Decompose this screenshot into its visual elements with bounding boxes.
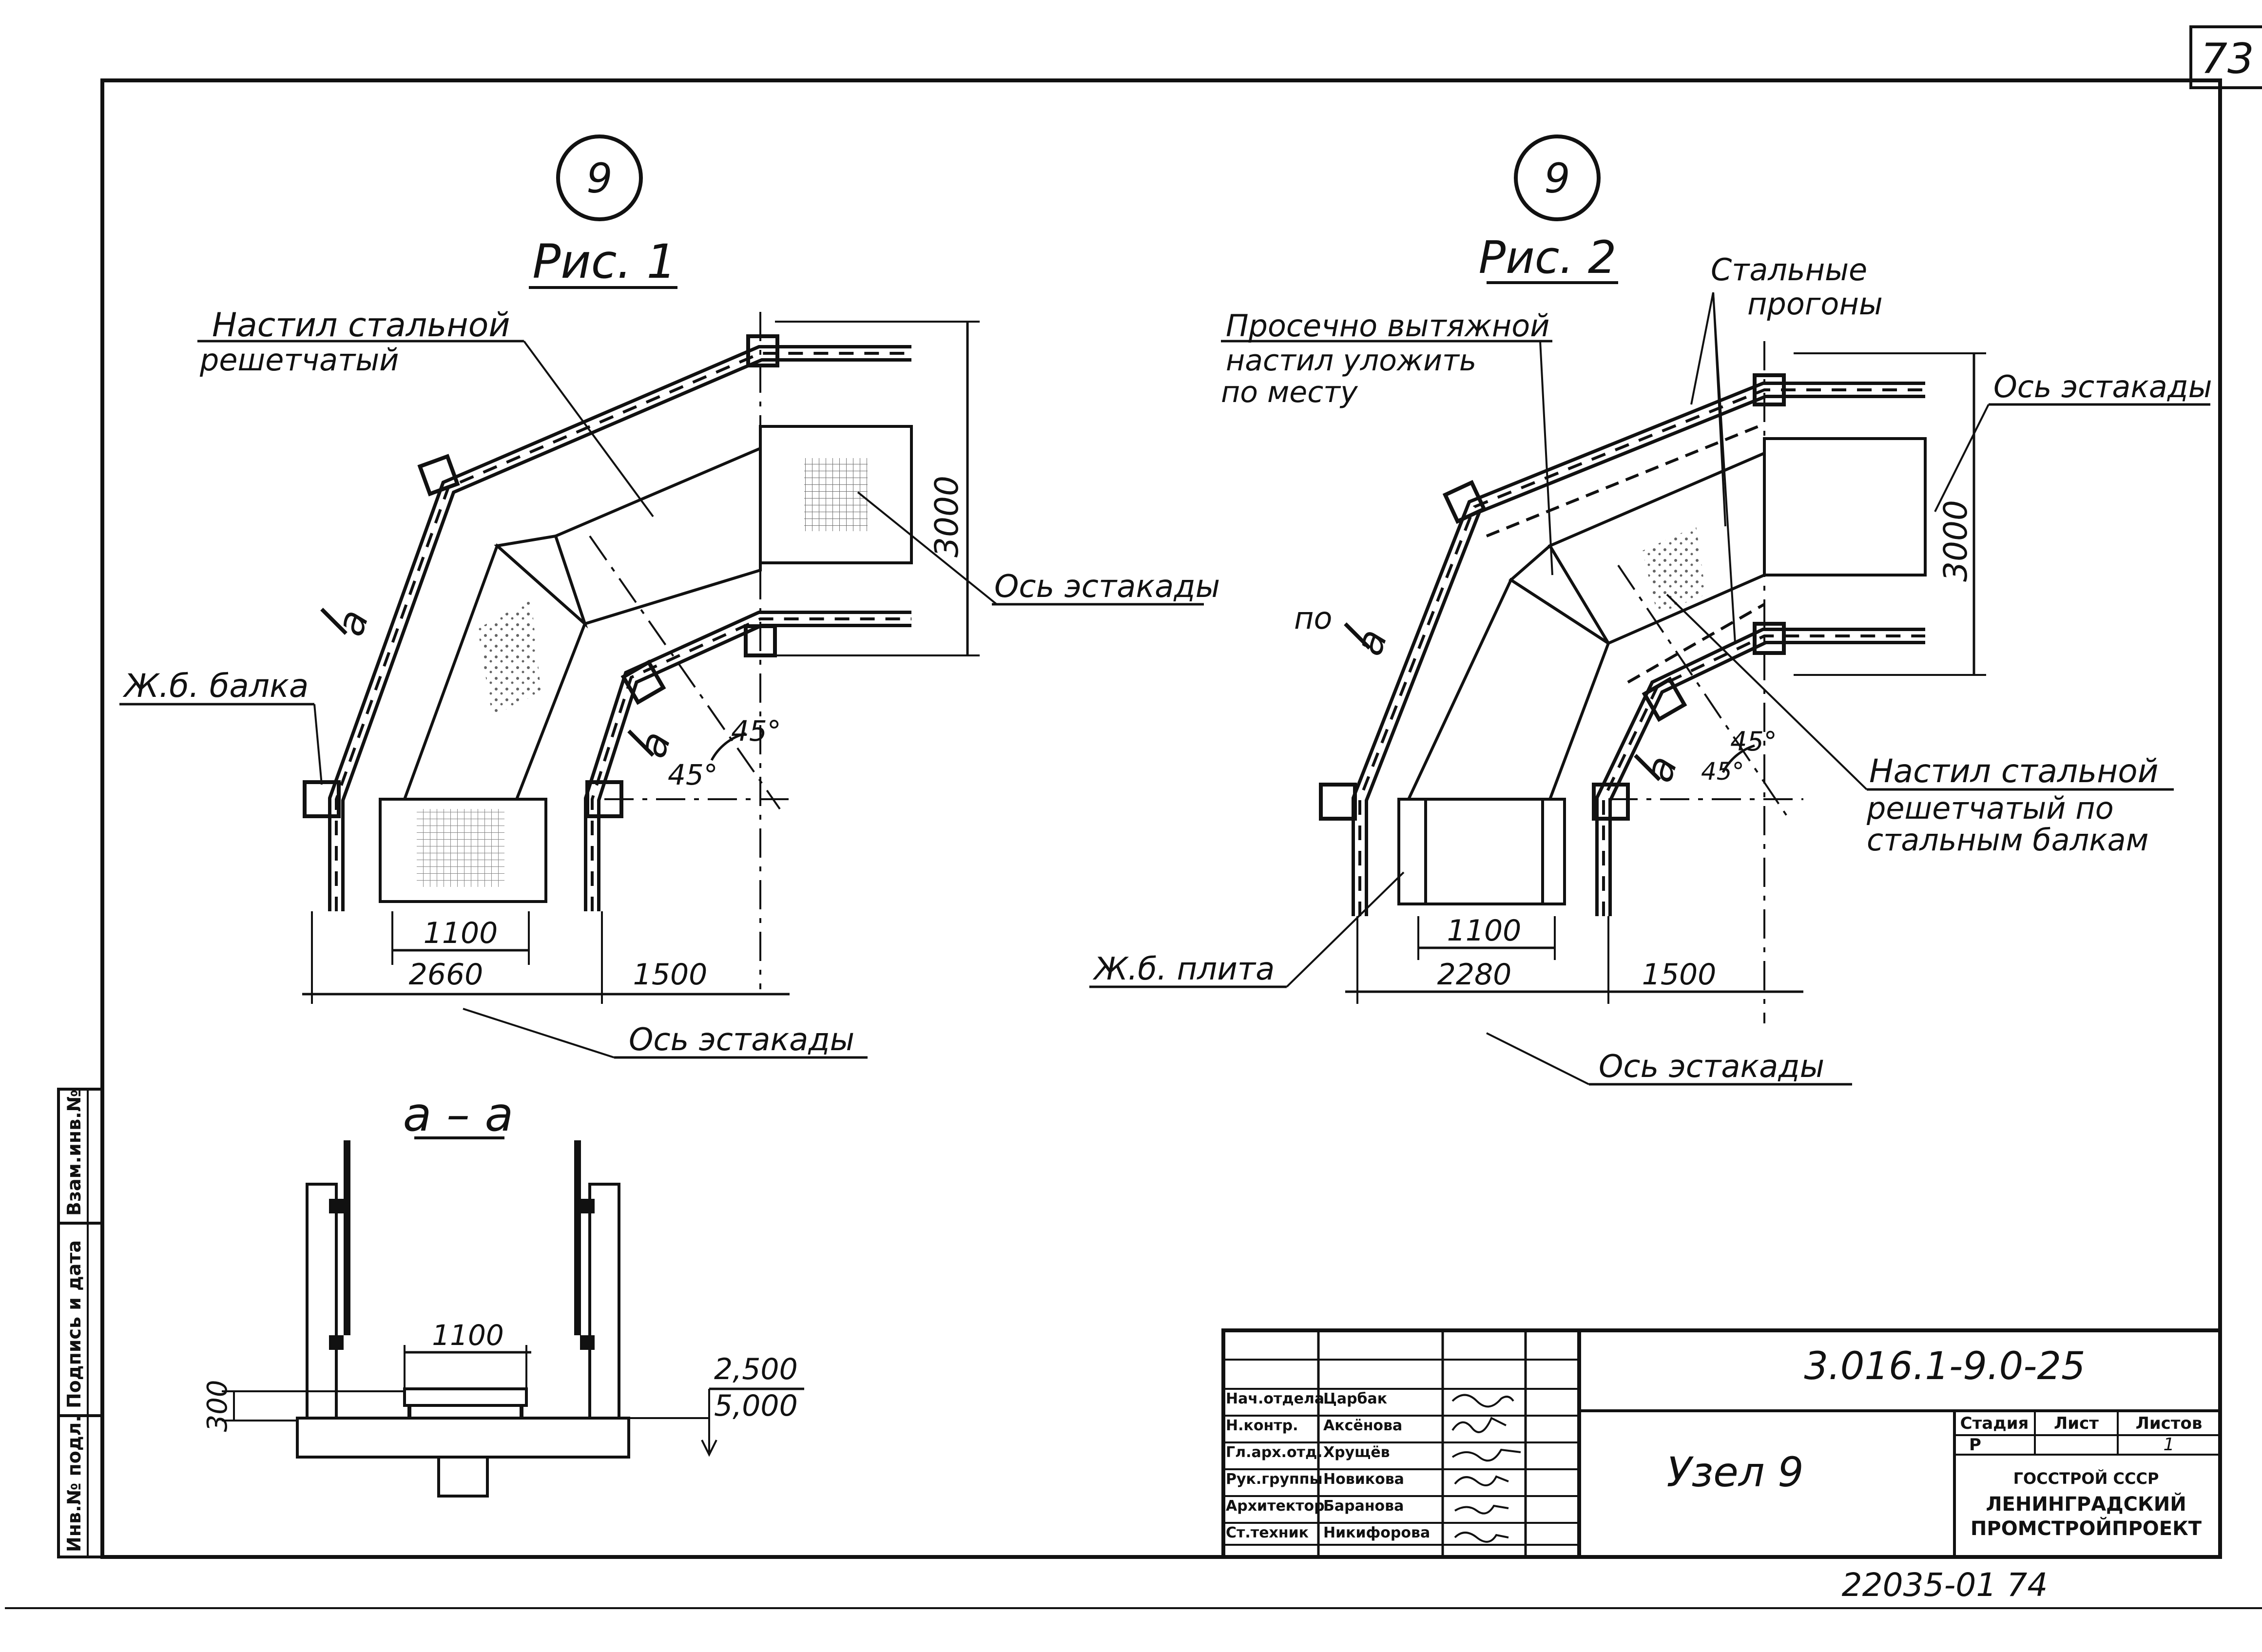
side-stamp: Взам.инв.№ Подпись и дата Инв.№ подл. bbox=[57, 1088, 104, 1558]
level-bottom: 5,000 bbox=[714, 1389, 798, 1423]
section-title: а – а bbox=[403, 1087, 514, 1142]
node-circle bbox=[1514, 134, 1601, 221]
figure-caption: Рис. 2 bbox=[1479, 231, 1617, 284]
sheets-value: 1 bbox=[2164, 1435, 2175, 1455]
angle-2: 45° bbox=[1701, 757, 1744, 786]
stage-header: Стадия bbox=[1960, 1414, 2029, 1433]
dim-right: 1500 bbox=[1642, 958, 1717, 992]
page-number: 73 bbox=[2201, 35, 2254, 83]
role-1: Нач.отдела bbox=[1226, 1390, 1324, 1407]
sheets-header: Листов bbox=[2136, 1414, 2203, 1433]
label-mesh-line1: Просечно вытяжной bbox=[1226, 308, 1549, 344]
label-axis-right: Ось эстакады bbox=[994, 569, 1220, 605]
name-6: Никифорова bbox=[1323, 1524, 1430, 1541]
label-deck-line2: решетчатый по bbox=[1866, 790, 2114, 826]
figure-2: 9 Рис. 2 bbox=[1089, 134, 2212, 1086]
dim-width: 1100 bbox=[424, 916, 498, 950]
section-dim-width: 1100 bbox=[432, 1319, 504, 1352]
signatures bbox=[1451, 1394, 1521, 1543]
stamp-cell-1: Взам.инв.№ bbox=[63, 1090, 85, 1216]
label-deck-line1: Настил стальной bbox=[212, 306, 510, 345]
label-axis-bottom: Ось эстакады bbox=[629, 1022, 854, 1058]
section-mark-1: а bbox=[327, 604, 377, 642]
dim-left: 2280 bbox=[1437, 958, 1512, 992]
role-6: Ст.техник bbox=[1226, 1524, 1309, 1541]
dim-width: 1100 bbox=[1447, 914, 1522, 948]
section-mark-2: а bbox=[629, 726, 679, 764]
label-deck-line3: стальным балкам bbox=[1867, 822, 2148, 858]
role-3: Гл.арх.отд. bbox=[1226, 1444, 1323, 1461]
org-line-3: ПРОМСТРОЙПРОЕКТ bbox=[1971, 1517, 2202, 1540]
org-line-2: ЛЕНИНГРАДСКИЙ bbox=[1986, 1492, 2186, 1516]
label-beam: Ж.б. балка bbox=[122, 667, 309, 705]
angle-1: 45° bbox=[731, 714, 781, 748]
section-a-a: а – а 1100 300 2,500 5,000 bbox=[202, 1087, 804, 1498]
angle-2: 45° bbox=[668, 758, 718, 791]
label-mesh-line3: по месту bbox=[1221, 375, 1358, 409]
angle-1: 45° bbox=[1730, 726, 1777, 757]
name-5: Баранова bbox=[1323, 1498, 1404, 1515]
bottom-code: 22035-01 74 bbox=[1842, 1566, 2048, 1604]
figure-1: 9 Рис. 1 bbox=[119, 134, 1220, 1059]
label-slab: Ж.б. плита bbox=[1092, 951, 1275, 987]
label-axis-bottom: Ось эстакады bbox=[1599, 1049, 1824, 1085]
label-deck-line2: решетчатый bbox=[199, 342, 399, 378]
section-dim-height: 300 bbox=[202, 1380, 233, 1432]
level-top: 2,500 bbox=[714, 1352, 798, 1386]
stamp-cell-3: Инв.№ подл. bbox=[63, 1415, 85, 1552]
stage-value: Р bbox=[1969, 1435, 1981, 1455]
dimensions: 1100 2660 1500 3000 bbox=[302, 321, 980, 1004]
node-number: 9 bbox=[586, 154, 612, 202]
section-mark-2: а bbox=[1635, 750, 1686, 788]
drawing-title: Узел 9 bbox=[1666, 1448, 1803, 1496]
section-mark-1: а bbox=[1345, 623, 1396, 661]
dim-left: 2660 bbox=[409, 958, 483, 992]
label-mesh-line2: настил уложить bbox=[1226, 344, 1476, 378]
sheet-frame: 73 22035-01 74 bbox=[5, 25, 2262, 1609]
figure-caption: Рис. 1 bbox=[532, 234, 676, 289]
section-prefix: по bbox=[1294, 600, 1332, 636]
node-circle bbox=[556, 134, 643, 221]
dim-right: 1500 bbox=[633, 958, 708, 992]
dim-vertical: 3000 bbox=[1937, 500, 1974, 582]
name-3: Хрущёв bbox=[1323, 1444, 1390, 1461]
org-line-1: ГОССТРОЙ СССР bbox=[2013, 1469, 2159, 1488]
dim-vertical: 3000 bbox=[928, 476, 966, 557]
document-code: 3.016.1-9.0-25 bbox=[1804, 1345, 2085, 1388]
title-block: Нач.отдела Царбак Н.контр. Аксёнова Гл.а… bbox=[1221, 1328, 2222, 1559]
sheet-header: Лист bbox=[2054, 1414, 2099, 1433]
role-4: Рук.группы bbox=[1226, 1471, 1323, 1488]
label-axis-right: Ось эстакады bbox=[1993, 369, 2212, 404]
name-2: Аксёнова bbox=[1323, 1417, 1402, 1434]
dimensions: 1100 2280 1500 3000 bbox=[1345, 352, 1986, 1004]
label-deck-line1: Настил стальной bbox=[1869, 752, 2159, 790]
label-purlins-line2: прогоны bbox=[1747, 286, 1883, 322]
stamp-cell-2: Подпись и дата bbox=[63, 1240, 85, 1408]
name-4: Новикова bbox=[1323, 1471, 1404, 1488]
node-number: 9 bbox=[1544, 154, 1570, 202]
name-1: Царбак bbox=[1323, 1390, 1387, 1407]
label-purlins-line1: Стальные bbox=[1711, 252, 1867, 288]
role-2: Н.контр. bbox=[1226, 1417, 1298, 1434]
role-5: Архитектор bbox=[1226, 1498, 1325, 1515]
